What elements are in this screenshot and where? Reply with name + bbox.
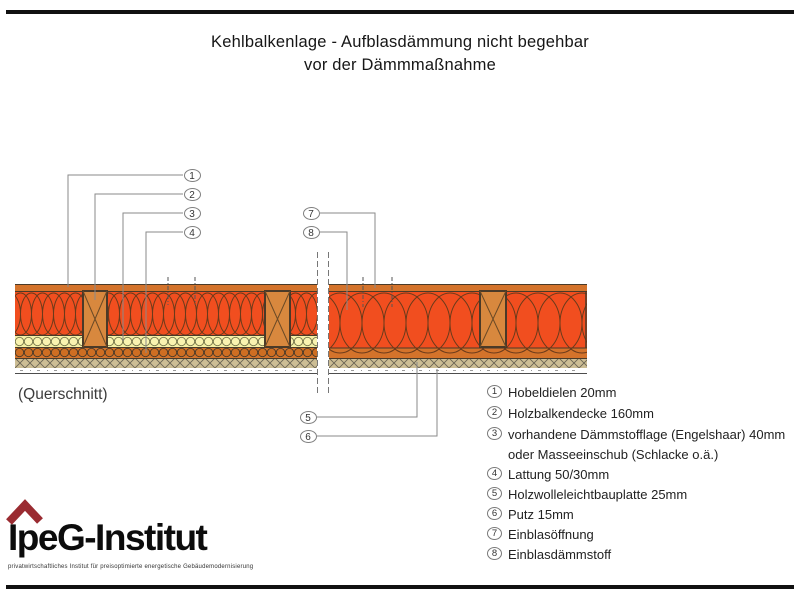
right-holzwolle-layer (329, 358, 587, 368)
legend-num-2: 2 (487, 406, 502, 419)
callout-marker-3: 3 (183, 206, 201, 220)
page-title: Kehlbalkenlage - Aufblasdämmung nicht be… (211, 33, 589, 51)
left-beam-2 (264, 290, 291, 348)
right-putz-layer (329, 368, 587, 374)
legend-item-7: Einblasöffnung (508, 527, 594, 542)
bottom-border-bar (6, 585, 794, 589)
logo-tagline: privatwirtschaftliches Institut für prei… (8, 564, 254, 570)
section-label: (Querschnitt) (18, 386, 108, 403)
legend-item-4: Lattung 50/30mm (508, 467, 610, 482)
legend-item-5: Holzwolleleichtbauplatte 25mm (508, 487, 688, 502)
legend-item-6: Putz 15mm (508, 507, 574, 522)
legend-num-7: 7 (487, 527, 502, 540)
right-insulation-layer (329, 292, 587, 358)
callout-marker-6: 6 (299, 429, 317, 443)
logo-wordmark: IpeG-Institut (8, 517, 208, 558)
logo-roof-icon (6, 499, 43, 525)
legend-item-8: Einblasdämmstoff (508, 547, 612, 562)
leader-6 (317, 369, 438, 437)
callout-marker-4: 4 (183, 225, 201, 239)
legend-num-4: 4 (487, 467, 502, 480)
callout-marker-2: 2 (183, 187, 201, 201)
section-break-lines (317, 252, 329, 393)
legend-item-3-line2: oder Masseeinschub (Schlacke o.ä.) (508, 447, 719, 462)
legend-item-2: Holzbalkendecke 160mm (508, 406, 654, 421)
leader-1 (67, 174, 183, 287)
left-holzwolle-layer (15, 358, 317, 368)
callout-marker-1: 1 (183, 168, 201, 182)
legend-num-3: 3 (487, 427, 502, 440)
legend-num-6: 6 (487, 507, 502, 520)
leader-7 (320, 212, 376, 288)
legend-item-1: Hobeldielen 20mm (508, 385, 617, 400)
top-border-bar (6, 10, 794, 14)
left-lattung-layer (15, 347, 317, 358)
callout-marker-5: 5 (299, 410, 317, 424)
left-beam-1 (82, 290, 108, 348)
right-hobeldielen-layer (329, 284, 587, 292)
legend-num-1: 1 (487, 385, 502, 398)
callout-marker-7: 7 (302, 206, 320, 220)
legend-item-3: vorhandene Dämmstofflage (Engelshaar) 40… (508, 427, 786, 442)
callout-marker-8: 8 (302, 225, 320, 239)
right-beam (479, 290, 507, 348)
page-subtitle: vor der Dämmmaßnahme (304, 56, 496, 74)
legend-num-8: 8 (487, 547, 502, 560)
left-putz-layer (15, 368, 317, 374)
legend-num-5: 5 (487, 487, 502, 500)
